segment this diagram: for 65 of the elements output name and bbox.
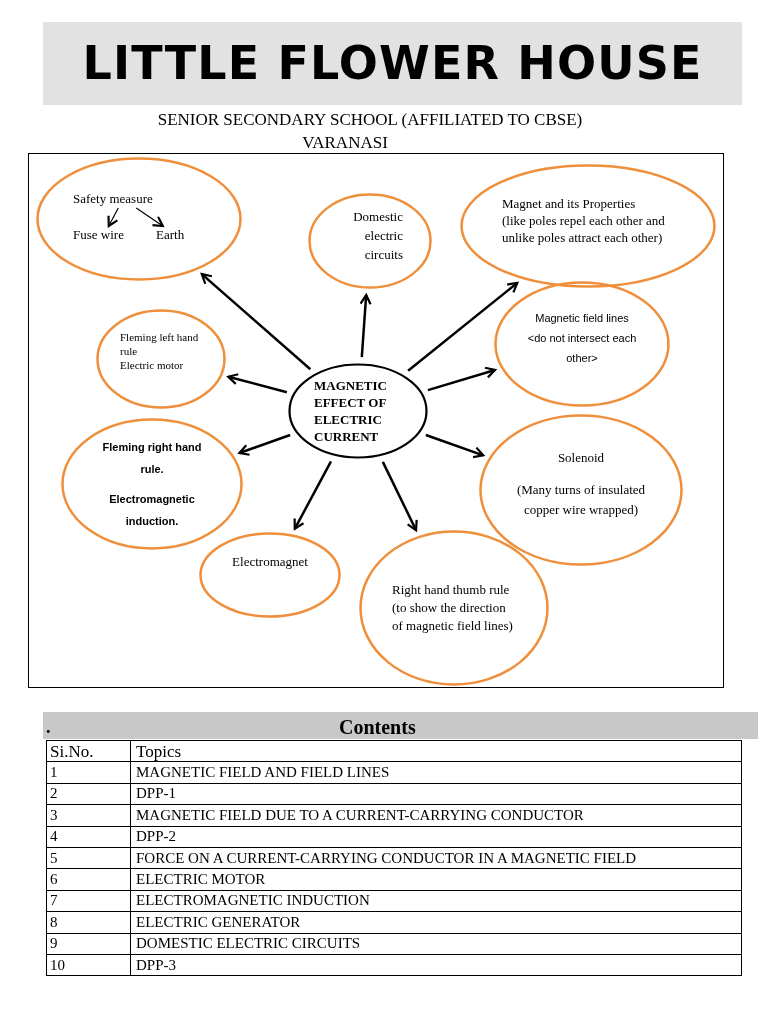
- arrow: [407, 281, 519, 372]
- node-text: Safety measure: [73, 190, 153, 208]
- table-cell: MAGNETIC FIELD DUE TO A CURRENT-CARRYING CONDUCTOR: [130, 804, 742, 827]
- node-text: Electromagnet: [231, 552, 309, 570]
- table-cell: 6: [46, 868, 131, 891]
- node-text: (like poles repel each other and unlike poles attract each other): [502, 211, 666, 246]
- arrow: [427, 366, 497, 392]
- topic-ellipse: [359, 530, 549, 686]
- table-cell: DPP-2: [130, 826, 742, 848]
- node-text: (Many turns of insulated copper wire wrapped): [515, 481, 647, 519]
- node-text: Fuse wire: [73, 226, 124, 244]
- table-cell: 10: [46, 954, 131, 976]
- table-cell: DPP-3: [130, 954, 742, 976]
- table-cell: 5: [46, 847, 131, 869]
- arrow: [135, 207, 164, 228]
- arrow: [200, 272, 312, 371]
- table-cell: 2: [46, 783, 131, 805]
- table-cell: 4: [46, 826, 131, 848]
- node-text: Fleming right hand rule.: [101, 440, 203, 477]
- topic-ellipse: [96, 309, 226, 409]
- table-cell: 1: [46, 761, 131, 784]
- table-cell: DPP-1: [130, 783, 742, 805]
- table-cell: 9: [46, 933, 131, 955]
- topic-ellipse: [460, 164, 716, 288]
- node-text: Right hand thumb rule (to show the direction of magnetic field lines): [392, 581, 514, 635]
- node-text: Magnet and its Properties: [502, 194, 637, 212]
- bullet-dot: .: [46, 716, 51, 739]
- node-text: Fleming left hand rule: [120, 330, 200, 358]
- table-cell: ELECTROMAGNETIC INDUCTION: [130, 890, 742, 912]
- node-text: <do not intersect each other>: [526, 331, 638, 366]
- arrow: [359, 293, 372, 358]
- table-cell: MAGNETIC FIELD AND FIELD LINES: [130, 761, 742, 784]
- topic-ellipse: [61, 418, 243, 550]
- table-cell: Si.No.: [46, 740, 131, 762]
- topic-ellipse: [288, 363, 428, 459]
- node-text: Electromagnetic induction.: [108, 492, 196, 529]
- table-cell: Topics: [130, 740, 742, 762]
- node-text: Magnetic field lines: [534, 311, 630, 326]
- arrow: [293, 460, 333, 530]
- topic-ellipse: [494, 281, 670, 407]
- topic-ellipse: [36, 157, 242, 281]
- node-text: Domestic electric circuits: [352, 207, 403, 264]
- table-cell: 8: [46, 911, 131, 933]
- section-heading: Contents: [339, 715, 416, 740]
- school-subtitle: SENIOR SECONDARY SCHOOL (AFFILIATED TO CBSE): [156, 109, 584, 131]
- arrow: [425, 433, 485, 459]
- topic-ellipse: [199, 532, 341, 618]
- school-name: LITTLE FLOWER HOUSE: [82, 35, 703, 92]
- node-text: Solenoid: [556, 449, 606, 467]
- arrow: [381, 461, 418, 532]
- table-cell: 7: [46, 890, 131, 912]
- table-cell: 3: [46, 804, 131, 827]
- node-text: Earth: [156, 226, 185, 244]
- arrow: [227, 373, 288, 394]
- arrow: [238, 433, 291, 456]
- table-cell: FORCE ON A CURRENT-CARRYING CONDUCTOR IN A MAGNETIC FIELD: [130, 847, 742, 869]
- school-location: VARANASI: [301, 132, 389, 154]
- table-cell: ELECTRIC MOTOR: [130, 868, 742, 891]
- arrow: [107, 207, 119, 228]
- table-cell: ELECTRIC GENERATOR: [130, 911, 742, 933]
- topic-ellipse: [479, 414, 683, 566]
- node-text: MAGNETIC EFFECT OF ELECTRIC CURRENT: [314, 377, 388, 445]
- node-text: Electric motor: [120, 358, 185, 372]
- topic-ellipse: [308, 193, 432, 289]
- table-cell: DOMESTIC ELECTRIC CIRCUITS: [130, 933, 742, 955]
